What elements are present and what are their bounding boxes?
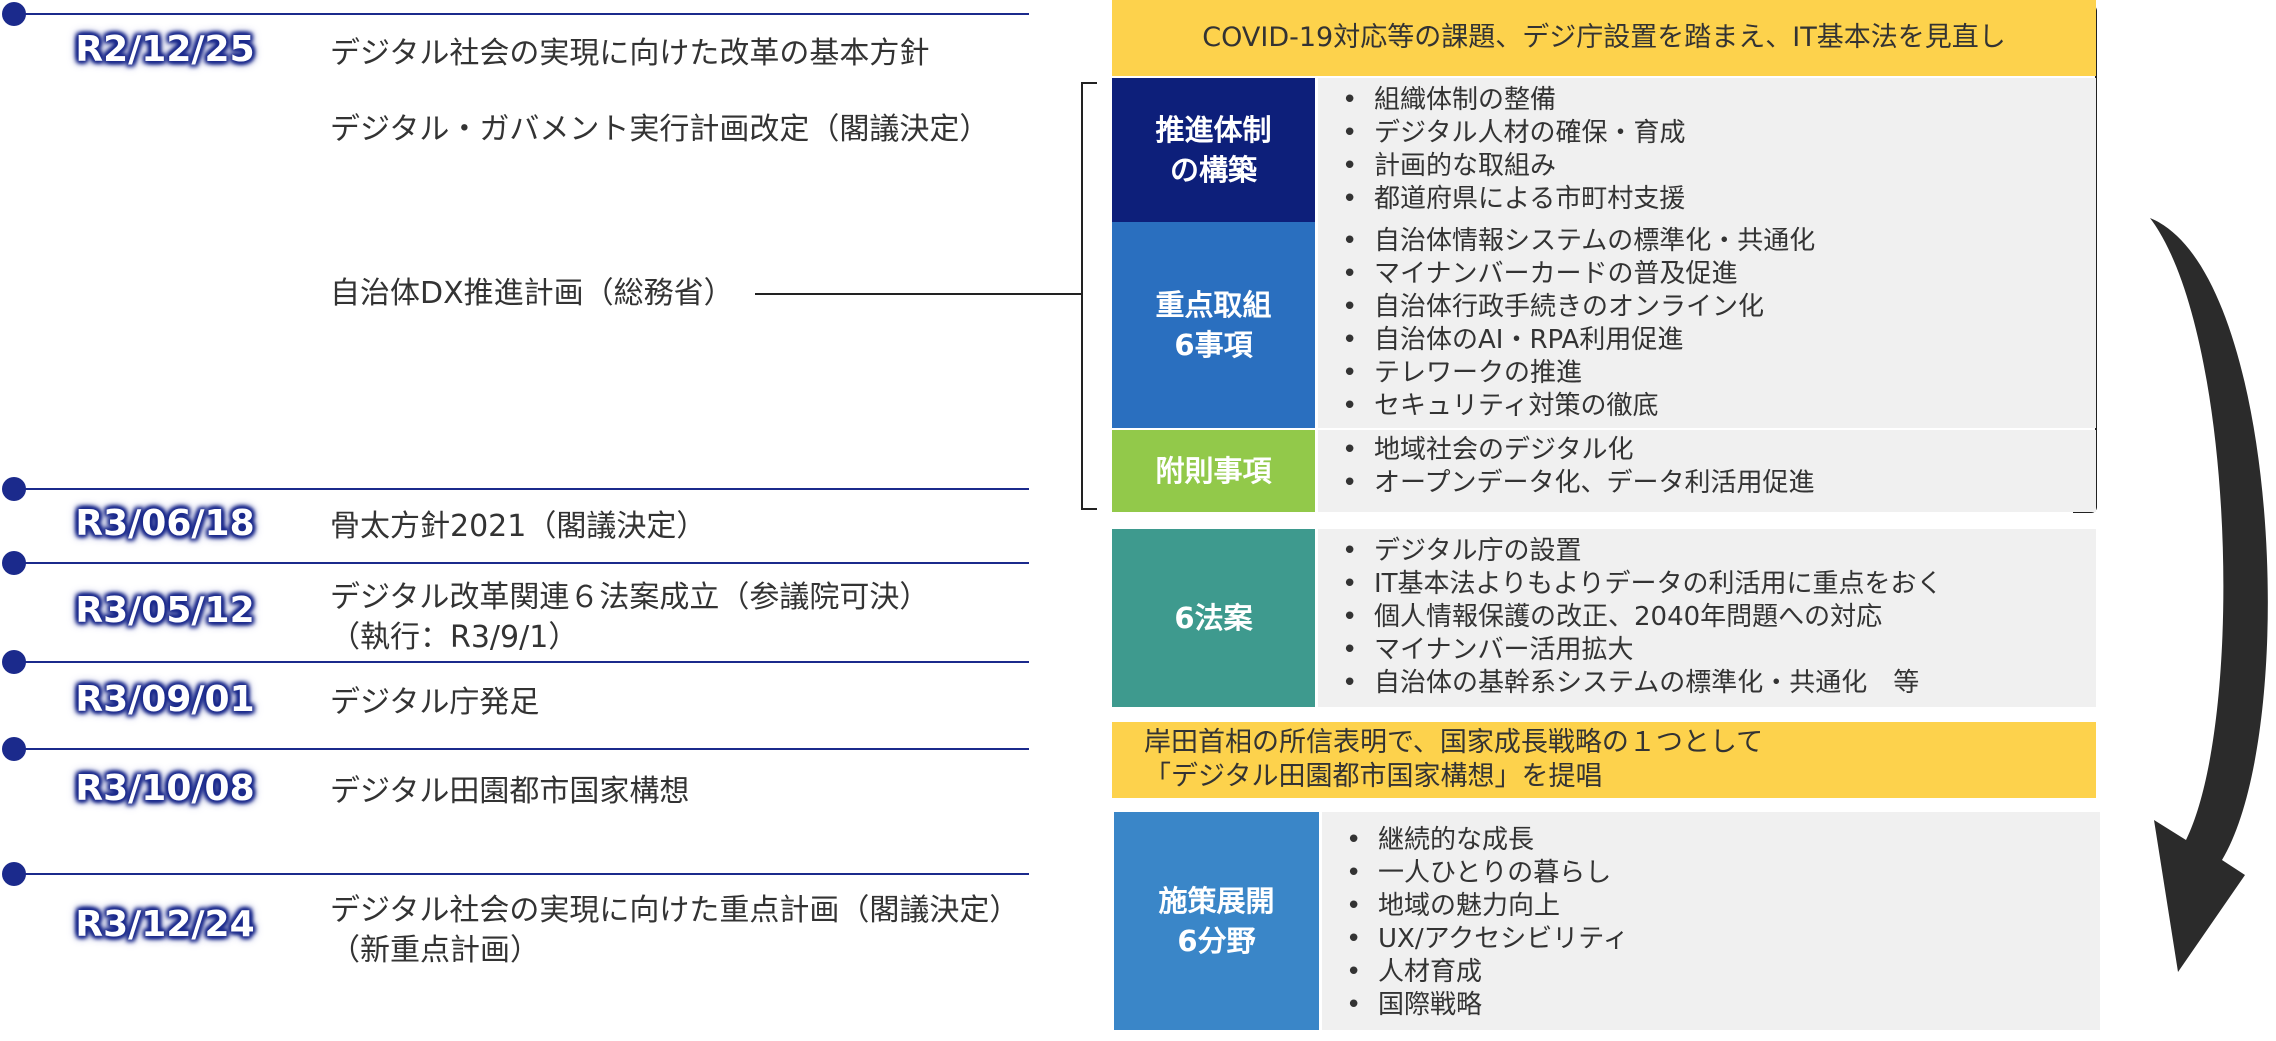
timeline-rule xyxy=(14,873,1029,875)
list-item: 継続的な成長 xyxy=(1342,824,2100,857)
timeline-event: デジタル社会の実現に向けた重点計画（閣議決定） xyxy=(330,893,1020,928)
timeline-rule xyxy=(14,562,1029,564)
timeline-rule xyxy=(14,661,1029,663)
kishida-banner-line: 「デジタル田園都市国家構想」を提唱 xyxy=(1144,761,1603,792)
timeline-date: R3/09/01 xyxy=(75,679,255,720)
section-list-promotion: 組織体制の整備 デジタル人材の確保・育成 計画的な取組み 都道府県による市町村支… xyxy=(1318,78,2096,222)
list-item: 都道府県による市町村支援 xyxy=(1338,183,2096,216)
list-item: 自治体行政手続きのオンライン化 xyxy=(1338,291,2096,324)
list-item: 国際戦略 xyxy=(1342,989,2100,1022)
timeline-event: デジタル社会の実現に向けた改革の基本方針 xyxy=(330,36,930,71)
list-item: 計画的な取組み xyxy=(1338,150,2096,183)
top-banner-text: COVID-19対応等の課題、デジ庁設置を踏まえ、IT基本法を見直し xyxy=(1202,22,2006,53)
list-item: 組織体制の整備 xyxy=(1338,84,2096,117)
section-label-supplementary: 附則事項 xyxy=(1112,430,1315,512)
list-item: 地域社会のデジタル化 xyxy=(1338,434,2096,467)
list-item: IT基本法よりもよりデータの利活用に重点をおく xyxy=(1338,568,2096,601)
timeline-event: デジタル田園都市国家構想 xyxy=(330,774,690,809)
list-item: セキュリティ対策の徹底 xyxy=(1338,390,2096,423)
kishida-banner: 岸田首相の所信表明で、国家成長戦略の１つとして 「デジタル田園都市国家構想」を提… xyxy=(1112,722,2096,798)
timeline-marker xyxy=(2,737,26,761)
timeline-event: 骨太方針2021（閣議決定） xyxy=(330,509,707,544)
timeline-rule xyxy=(14,13,1029,15)
timeline-marker xyxy=(2,477,26,501)
curved-arrow-icon xyxy=(2150,218,2268,972)
timeline-event: デジタル・ガバメント実行計画改定（閣議決定） xyxy=(330,112,990,147)
section-list-priority: 自治体情報システムの標準化・共通化 マイナンバーカードの普及促進 自治体行政手続… xyxy=(1318,222,2096,428)
list-item: 自治体情報システムの標準化・共通化 xyxy=(1338,225,2096,258)
timeline-marker xyxy=(2,650,26,674)
timeline-rule xyxy=(14,748,1029,750)
timeline-event: （新重点計画） xyxy=(330,933,540,968)
section-label-priority: 重点取組 6事項 xyxy=(1112,222,1315,428)
list-item: テレワークの推進 xyxy=(1338,357,2096,390)
list-item: デジタル人材の確保・育成 xyxy=(1338,117,2096,150)
timeline-event: （執行：R3/9/1） xyxy=(330,620,579,655)
timeline-marker xyxy=(2,551,26,575)
event-connector-line xyxy=(755,293,1081,295)
timeline-marker xyxy=(2,862,26,886)
section-label-six-bills: 6法案 xyxy=(1112,529,1315,707)
list-item: 自治体の基幹系システムの標準化・共通化 等 xyxy=(1338,667,2096,700)
list-item: デジタル庁の設置 xyxy=(1338,535,2096,568)
list-item: マイナンバー活用拡大 xyxy=(1338,634,2096,667)
timeline-date: R3/06/18 xyxy=(75,503,255,544)
timeline-event: 自治体DX推進計画（総務省） xyxy=(330,276,734,311)
left-bracket xyxy=(1081,82,1097,510)
section-list-six-bills: デジタル庁の設置 IT基本法よりもよりデータの利活用に重点をおく 個人情報保護の… xyxy=(1318,529,2096,707)
list-item: 自治体のAI・RPA利用促進 xyxy=(1338,324,2096,357)
timeline-event: デジタル庁発足 xyxy=(330,685,540,720)
timeline-date: R2/12/25 xyxy=(75,29,255,70)
section-label-promotion: 推進体制 の構築 xyxy=(1112,78,1315,222)
section-list-policy-fields: 継続的な成長 一人ひとりの暮らし 地域の魅力向上 UX/アクセシビリティ 人材育… xyxy=(1322,812,2100,1030)
timeline-rule xyxy=(14,488,1029,490)
list-item: マイナンバーカードの普及促進 xyxy=(1338,258,2096,291)
list-item: オープンデータ化、データ利活用促進 xyxy=(1338,467,2096,500)
top-banner: COVID-19対応等の課題、デジ庁設置を踏まえ、IT基本法を見直し xyxy=(1112,0,2096,76)
timeline-marker xyxy=(2,2,26,26)
list-item: 地域の魅力向上 xyxy=(1342,890,2100,923)
list-item: 一人ひとりの暮らし xyxy=(1342,857,2100,890)
timeline-date: R3/05/12 xyxy=(75,590,255,631)
timeline-date: R3/12/24 xyxy=(75,904,255,945)
list-item: 人材育成 xyxy=(1342,956,2100,989)
timeline-event: デジタル改革関連６法案成立（参議院可決） xyxy=(330,580,930,615)
list-item: 個人情報保護の改正、2040年問題への対応 xyxy=(1338,601,2096,634)
list-item: UX/アクセシビリティ xyxy=(1342,923,2100,956)
timeline-date: R3/10/08 xyxy=(75,768,255,809)
section-list-supplementary: 地域社会のデジタル化 オープンデータ化、データ利活用促進 xyxy=(1318,430,2096,512)
kishida-banner-line: 岸田首相の所信表明で、国家成長戦略の１つとして xyxy=(1144,727,1764,758)
section-label-policy-fields: 施策展開 6分野 xyxy=(1114,812,1319,1030)
